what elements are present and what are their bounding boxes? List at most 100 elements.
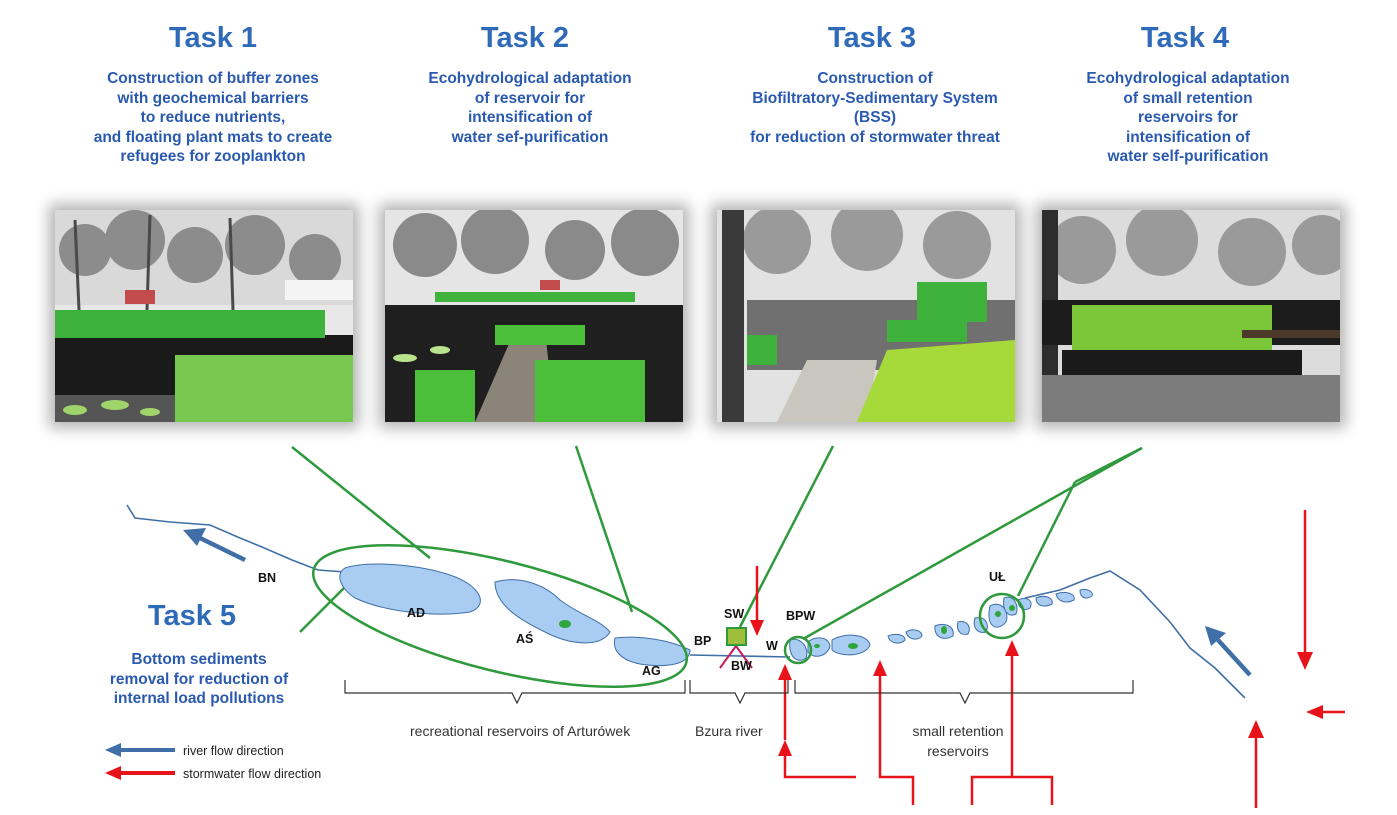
task-4-line: water self-purification (1107, 148, 1269, 165)
callout-ellipses (311, 544, 1026, 688)
label-bn: BN (258, 571, 276, 585)
legend-storm-label: stormwater flow direction (183, 767, 321, 781)
task-3-line: Construction of (817, 70, 933, 87)
legend-river-label: river flow direction (183, 744, 284, 758)
storm-arrow-head (1306, 705, 1323, 719)
river-flow-arrows (183, 528, 1252, 677)
legend: river flow direction stormwater flow dir… (105, 743, 321, 781)
small-retention-photo (1042, 210, 1340, 422)
plant-patch (559, 620, 571, 628)
task-4-description: Ecohydrological adaptation of small rete… (1028, 69, 1348, 167)
task-2-line: intensification of (468, 109, 592, 126)
reservoirs (339, 563, 1093, 667)
task-1-line: and floating plant mats to create (93, 128, 333, 146)
storm-arrow-head (778, 740, 792, 756)
label-as: AŚ (516, 631, 533, 646)
task-4-callout-line-b (1074, 446, 1143, 484)
recreational-caption: recreational reservoirs of Arturówek (410, 723, 631, 739)
storm-arrow-head (1297, 652, 1313, 670)
task-4-line: Ecohydrological adaptation (1086, 70, 1290, 87)
label-sw: SW (724, 607, 744, 621)
label-w: W (766, 639, 778, 653)
storm-pipe (783, 755, 856, 779)
bss-photo (717, 210, 1015, 422)
task-4-callout-line-c (1016, 481, 1077, 597)
task-3-line: for reduction of stormwater threat (750, 128, 1000, 146)
sw-station (719, 627, 753, 669)
storm-arrow-head (750, 620, 764, 636)
task-3-line: (BSS) (853, 109, 897, 126)
river-line (126, 504, 1246, 699)
task-2-line: water sef-purification (451, 128, 609, 146)
reservoir-ad (339, 563, 481, 615)
river-arrow-shaft (1216, 638, 1252, 677)
legend-storm-arrow-head (105, 766, 121, 780)
task-2-description: Ecohydrological adaptation of reservoir … (370, 69, 690, 147)
callout-lines (291, 445, 1143, 641)
task-1-line: refugees for zooplankton (120, 148, 306, 165)
storm-pipe (878, 675, 915, 805)
task-2-callout-line (574, 445, 634, 613)
task-4-callout-line-a (802, 446, 1143, 641)
label-ag: AG (642, 664, 661, 678)
bpw-circle (783, 635, 813, 665)
task-1-line: to reduce nutrients, (140, 109, 286, 126)
river-arrow-shaft (199, 535, 246, 563)
label-bw: BW (731, 659, 752, 673)
reservoir-ag (613, 636, 691, 667)
sw-tank (726, 627, 747, 646)
task-4-line: intensification of (1126, 128, 1250, 146)
small-retention-brace (794, 680, 1134, 705)
task-1-callout-line (291, 446, 431, 559)
river-arrow-head (183, 528, 206, 546)
small-retention-caption-line-1: small retention (912, 723, 1003, 739)
task-1-title: Task 1 (168, 22, 258, 54)
bzura-caption: Bzura river (695, 723, 763, 739)
task-5-description: Bottom sediments removal for reduction o… (39, 650, 359, 709)
reservoir-bpw (789, 638, 808, 661)
reservoir-as (494, 579, 611, 644)
group-braces (344, 680, 1134, 705)
plant-patch (1009, 605, 1015, 611)
task-5-callout-line (299, 585, 347, 633)
task-1-line: with geochemical barriers (117, 89, 309, 107)
storm-arrow-head (1248, 720, 1264, 738)
small-retention-caption-line-2: reservoirs (927, 743, 988, 759)
task-3-description: Construction of Biofiltratory-Sedimentar… (715, 69, 1035, 147)
storm-arrow-head (778, 664, 792, 680)
task-5-title: Task 5 (147, 600, 237, 632)
task-4-line: reservoirs for (1138, 109, 1238, 126)
bzura-brace (689, 680, 789, 705)
storm-arrow-head (1005, 640, 1019, 656)
task-1-description: Construction of buffer zones with geoche… (53, 69, 373, 167)
stormwater-arrows (750, 510, 1345, 808)
task-1-line: Construction of buffer zones (107, 70, 319, 87)
task-3-callout-line (738, 445, 835, 628)
task-2-line: Ecohydrological adaptation (428, 70, 632, 87)
task-2-line: of reservoir for (474, 89, 586, 107)
task-2-title: Task 2 (480, 22, 570, 54)
task-5-line: removal for reduction of (109, 670, 289, 688)
task-3-title: Task 3 (827, 22, 917, 54)
task-4-line: of small retention (1123, 89, 1253, 107)
label-ul: UŁ (989, 570, 1006, 584)
ul-circle (978, 592, 1026, 640)
sw-link-right (735, 645, 753, 669)
task-3-line: Biofiltratory-Sedimentary System (752, 89, 998, 107)
storm-pipe (970, 775, 1054, 805)
plant-patches (559, 605, 1015, 649)
buffer-zone-photo (55, 210, 353, 422)
task-5-line: internal load pollutions (113, 690, 285, 707)
reservoir-adaptation-photo (385, 210, 683, 422)
sw-link-left (719, 645, 737, 669)
task-5-line: Bottom sediments (131, 651, 267, 668)
plant-patch (941, 626, 947, 634)
legend-river-arrow-head (105, 743, 121, 757)
recreational-brace (344, 680, 686, 705)
plant-patch (995, 611, 1001, 617)
river-arrow-head (1205, 626, 1226, 646)
plant-patch (814, 644, 820, 648)
storm-arrow-head (873, 660, 887, 676)
arturowek-ellipse (311, 544, 689, 688)
